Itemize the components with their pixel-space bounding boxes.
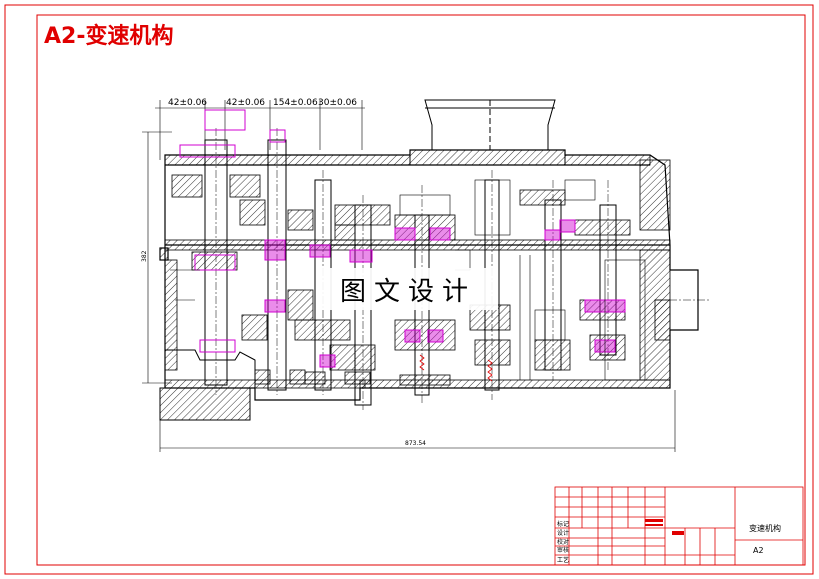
drawing-size-code: A2 bbox=[753, 546, 764, 555]
dimension-label: 154±0.06 bbox=[273, 98, 318, 108]
base-section bbox=[159, 349, 256, 421]
outer-frame bbox=[4, 4, 814, 575]
springs bbox=[419, 354, 493, 382]
top-dimensions bbox=[155, 100, 365, 160]
watermark-text: 图文设计 bbox=[339, 276, 476, 307]
gears bbox=[171, 174, 631, 371]
title-block-row-label: 工艺 bbox=[557, 556, 569, 564]
title-block-marks bbox=[645, 519, 684, 535]
dimension-label: 30±0.06 bbox=[318, 98, 357, 108]
dimension-label: 42±0.06 bbox=[168, 98, 207, 108]
dimension-label: 382 bbox=[141, 250, 148, 262]
title-block-row-label: 审核 bbox=[557, 546, 569, 554]
top-cap bbox=[424, 99, 556, 151]
watermark: 图文设计 bbox=[318, 268, 498, 310]
title-block-row-label: 设计 bbox=[557, 529, 569, 537]
title-block-row-label: 标记 bbox=[557, 520, 569, 528]
drawing-title: A2-变速机构 bbox=[44, 23, 173, 49]
dimension-label: 873.54 bbox=[405, 440, 426, 447]
drawing-name: 变速机构 bbox=[749, 523, 781, 533]
dimension-label: 42±0.06 bbox=[226, 98, 265, 108]
inner-frame bbox=[36, 14, 806, 566]
detail-lines bbox=[170, 179, 646, 381]
title-block bbox=[554, 486, 804, 566]
title-block-row-label: 校对 bbox=[557, 538, 569, 546]
